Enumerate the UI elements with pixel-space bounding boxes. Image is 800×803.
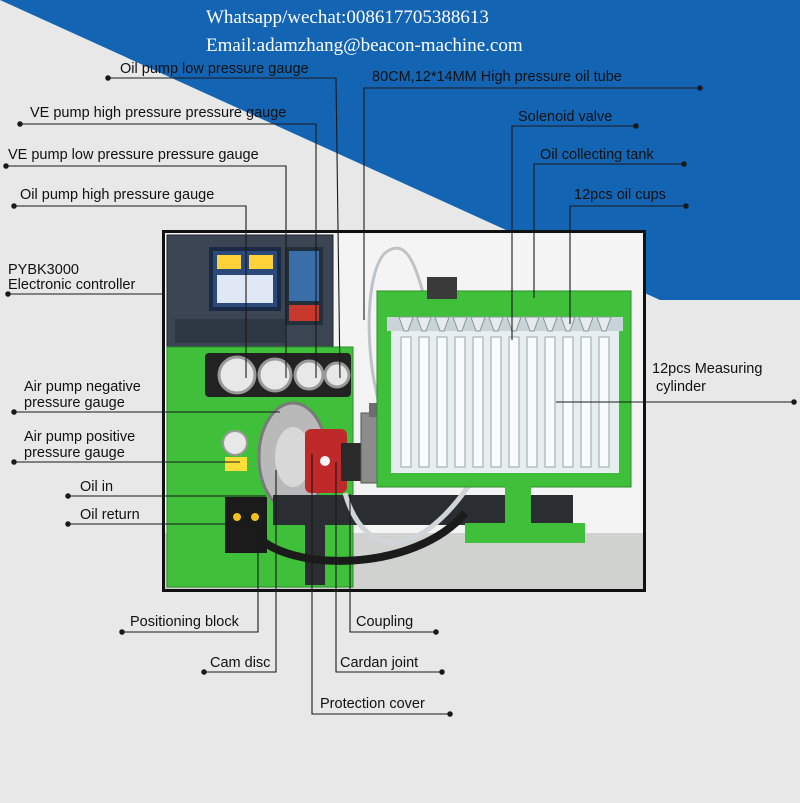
email-contact: Email:adamzhang@beacon-machine.com	[206, 35, 523, 56]
oil-cup	[578, 316, 594, 332]
label-air-pump-negative-2: pressure gauge	[24, 395, 125, 411]
label-cardan-joint: Cardan joint	[340, 655, 419, 671]
label-air-pump-positive-2: pressure gauge	[24, 445, 125, 461]
oil-cup	[542, 316, 558, 332]
label-protection-cover: Protection cover	[320, 696, 425, 712]
electronic-controller	[166, 234, 334, 348]
oil-cup	[524, 316, 540, 332]
label-oil-cups: 12pcs oil cups	[574, 187, 666, 203]
label-solenoid-valve: Solenoid valve	[518, 109, 613, 125]
solenoid-block	[427, 277, 457, 299]
hp-tube	[367, 246, 425, 404]
machine-photo	[162, 230, 646, 592]
oil-cup	[434, 316, 450, 332]
measuring-cylinder	[418, 336, 430, 468]
label-ve-pump-low-pressure-gauge: VE pump low pressure pressure gauge	[8, 147, 259, 163]
label-high-pressure-oil-tube: 80CM,12*14MM High pressure oil tube	[372, 69, 622, 85]
oil-cups	[398, 316, 612, 332]
measuring-cylinder	[454, 336, 466, 468]
measuring-cylinder	[472, 336, 484, 468]
hose-black	[251, 510, 469, 565]
oil-cup	[506, 316, 522, 332]
label-oil-return: Oil return	[80, 507, 140, 523]
label-oil-pump-high-pressure-gauge: Oil pump high pressure gauge	[20, 187, 215, 203]
label-cam-disc: Cam disc	[210, 655, 271, 671]
measuring-cylinder	[490, 336, 502, 468]
oil-cup	[398, 316, 414, 332]
label-oil-in: Oil in	[80, 479, 114, 495]
blue-banner	[0, 0, 800, 300]
measuring-cylinder	[544, 336, 556, 468]
oil-cup	[488, 316, 504, 332]
measuring-cylinder	[526, 336, 538, 468]
measuring-cylinder	[508, 336, 520, 468]
label-positioning-block: Positioning block	[130, 614, 239, 630]
label-coupling: Coupling	[356, 614, 414, 630]
oil-cup	[452, 316, 468, 332]
oil-cup	[416, 316, 432, 332]
label-air-pump-negative-1: Air pump negative	[24, 379, 141, 395]
label-measuring-1: 12pcs Measuring	[652, 361, 763, 377]
label-controller-model: PYBK3000	[8, 262, 79, 278]
whatsapp-contact: Whatsapp/wechat:008617705388613	[206, 7, 489, 28]
label-controller-name: Electronic controller	[8, 277, 136, 293]
label-air-pump-positive-1: Air pump positive	[24, 429, 136, 445]
measuring-cylinder	[400, 336, 412, 468]
label-oil-collecting-tank: Oil collecting tank	[540, 147, 654, 163]
label-ve-pump-high-pressure-gauge: VE pump high pressure pressure gauge	[30, 105, 287, 121]
label-measuring-2: cylinder	[656, 379, 706, 395]
label-oil-pump-low-pressure-gauge: Oil pump low pressure gauge	[120, 61, 309, 77]
oil-cup	[596, 316, 612, 332]
measuring-cylinder	[436, 336, 448, 468]
oil-cup	[470, 316, 486, 332]
